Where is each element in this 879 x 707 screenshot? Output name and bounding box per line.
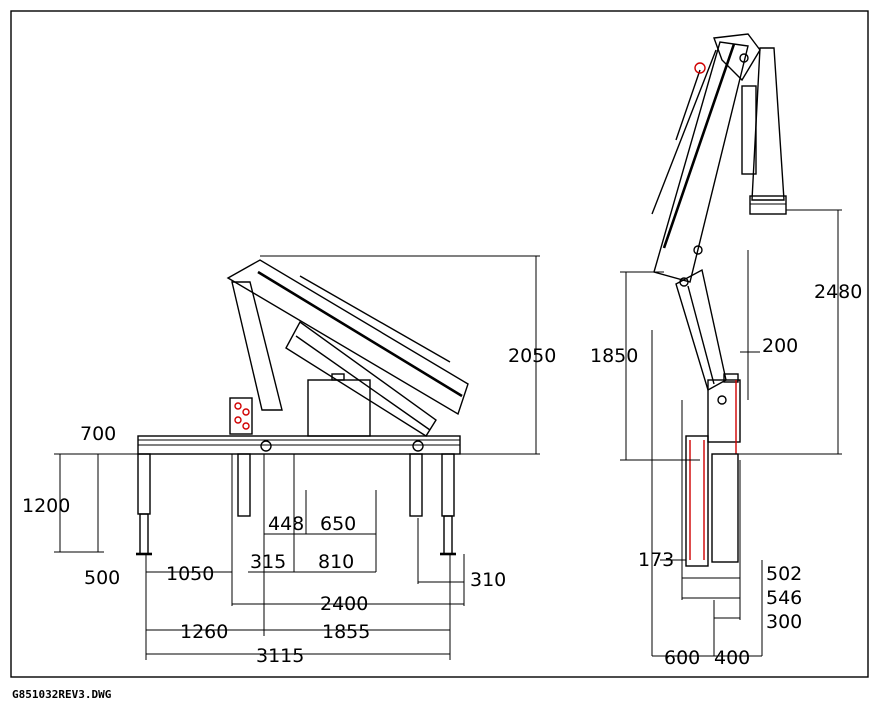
dim-310: 310 <box>470 569 506 591</box>
dim-700: 700 <box>80 423 116 445</box>
dim-2400: 2400 <box>320 593 368 615</box>
front-view-dimensions <box>620 209 842 657</box>
dim-1850: 1850 <box>590 345 638 367</box>
dim-448: 448 <box>268 513 304 535</box>
dim-2480: 2480 <box>814 281 862 303</box>
main-boom <box>226 259 469 416</box>
drawing-frame <box>10 10 869 678</box>
front-view <box>651 33 787 567</box>
dim-300: 300 <box>766 611 802 633</box>
front-leg <box>685 435 709 567</box>
dim-1260: 1260 <box>180 621 228 643</box>
boom-cylinder <box>285 320 437 437</box>
front-main-boom <box>653 41 749 283</box>
dim-315: 315 <box>250 551 286 573</box>
rotator <box>749 195 787 215</box>
dim-500: 500 <box>84 567 120 589</box>
dim-810: 810 <box>318 551 354 573</box>
control-valve <box>229 397 253 435</box>
dim-1200: 1200 <box>22 495 70 517</box>
left-leg <box>137 453 151 515</box>
right-leg-b <box>441 453 455 517</box>
dim-502: 502 <box>766 563 802 585</box>
oil-tank <box>307 379 371 437</box>
dim-173: 173 <box>638 549 674 571</box>
dim-200: 200 <box>762 335 798 357</box>
dim-1050: 1050 <box>166 563 214 585</box>
crane-column <box>231 281 283 411</box>
dim-3115: 3115 <box>256 645 304 667</box>
dim-600: 600 <box>664 647 700 669</box>
dim-2050: 2050 <box>508 345 556 367</box>
dim-400: 400 <box>714 647 750 669</box>
dim-650: 650 <box>320 513 356 535</box>
side-view-dimensions <box>54 255 540 660</box>
boom-head <box>713 33 761 82</box>
jib <box>751 47 785 201</box>
dim-1855: 1855 <box>322 621 370 643</box>
right-leg-a <box>409 453 423 517</box>
side-view <box>136 259 469 556</box>
front-column <box>707 379 741 443</box>
drawing-file-name: G851032REV3.DWG <box>12 688 112 701</box>
dim-546: 546 <box>766 587 802 609</box>
